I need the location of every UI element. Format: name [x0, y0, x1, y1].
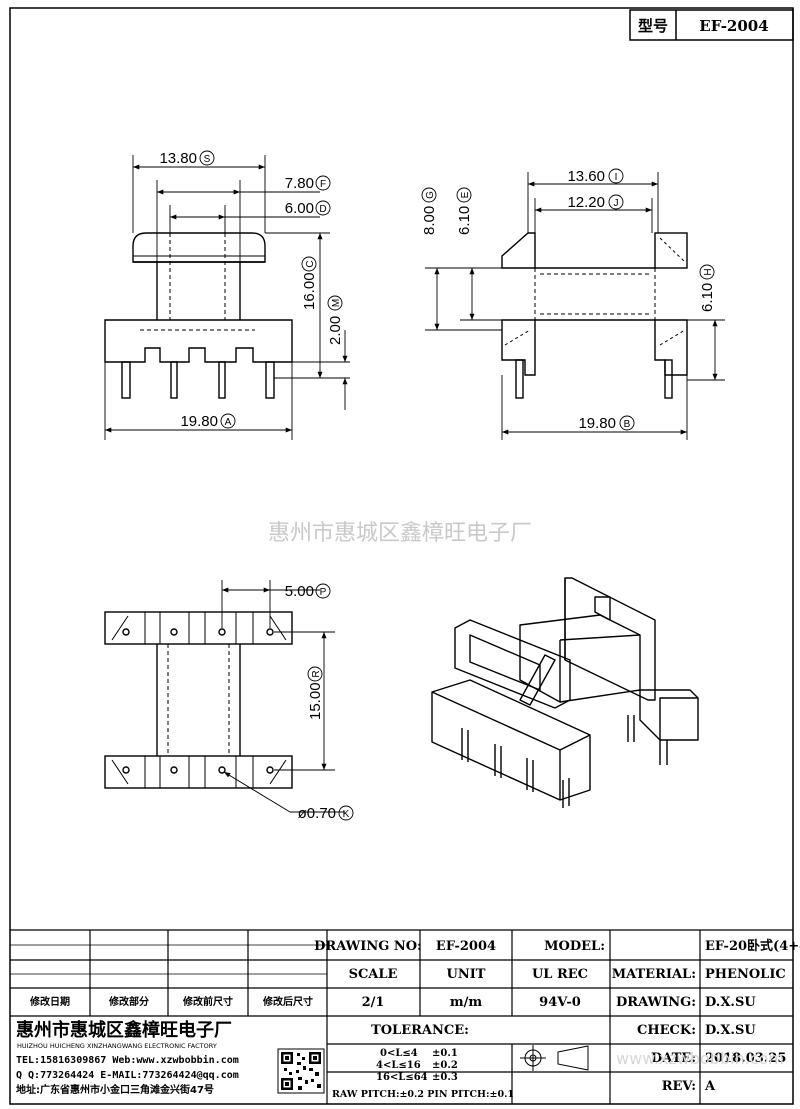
- rev: A: [704, 1079, 716, 1094]
- company-name-cn: 惠州市惠城区鑫樟旺电子厂: [16, 1019, 232, 1041]
- revision-headers: 修改日期 修改部分 修改前尺寸 修改后尺寸: [29, 995, 313, 1008]
- tolerance-range-0: 0<L≤4: [380, 1048, 418, 1059]
- dim-c-value: 16.00: [301, 272, 318, 310]
- company-info: 惠州市惠城区鑫樟旺电子厂 HUIZHOU HUICHENG XINZHANGWA…: [16, 1019, 239, 1096]
- dim-d-value: 6.00: [285, 200, 314, 217]
- front-view: [104, 232, 293, 399]
- ul-rec-label: UL REC: [532, 967, 588, 982]
- scale: 2/1: [362, 995, 385, 1010]
- material-label: MATERIAL:: [612, 967, 696, 982]
- dim-s-letter: S: [204, 154, 211, 165]
- model-label: MODEL:: [544, 939, 605, 954]
- dim-h-value: 6.10: [699, 283, 716, 312]
- tolerance-table: 0<L≤4 ±0.1 4<L≤16 ±0.2 16<L≤64 ±0.3 RAW …: [332, 1048, 514, 1100]
- qq-email-line: Q Q:773264424 E-MAIL:773264424@qq.com: [16, 1070, 239, 1081]
- dim-s-value: 13.80: [159, 150, 197, 167]
- material: PHENOLIC: [705, 967, 786, 982]
- rev-label: REV:: [662, 1079, 696, 1094]
- dim-b-letter: B: [624, 419, 631, 430]
- dim-b-value: 19.80: [578, 415, 616, 432]
- title-block: [10, 929, 793, 1104]
- company-name-en: HUIZHOU HUICHENG XINZHANGWANG ELECTRONIC…: [17, 1042, 217, 1050]
- tolerance-value-0: ±0.1: [432, 1048, 458, 1059]
- scale-label: SCALE: [349, 967, 398, 982]
- rev-header-before: 修改前尺寸: [182, 995, 233, 1008]
- part-number: EF-2004: [699, 17, 768, 35]
- dim-m-letter: M: [331, 299, 342, 307]
- front-view-dimensions: [104, 155, 350, 440]
- part-number-label: 型号: [638, 17, 668, 35]
- drawing-by: D.X.SU: [705, 995, 756, 1010]
- tel-web-line: TEL:15816309867 Web:www.xzwbobbin.com: [16, 1054, 239, 1066]
- dim-a-letter: A: [225, 417, 232, 428]
- dim-f-value: 7.80: [285, 175, 314, 192]
- check-label: CHECK:: [637, 1023, 696, 1038]
- rev-header-date: 修改日期: [29, 995, 70, 1008]
- unit-label: UNIT: [447, 967, 486, 982]
- projection-symbol-icon: [520, 1045, 589, 1071]
- tolerance-range-2: 16<L≤64: [376, 1072, 428, 1083]
- pitch-note: RAW PITCH:±0.2 PIN PITCH:±0.1: [332, 1089, 514, 1100]
- date-label: DATE:: [651, 1051, 696, 1066]
- check-by: D.X.SU: [705, 1023, 756, 1038]
- drawing-label: DRAWING:: [616, 995, 696, 1010]
- qr-code-icon: [277, 1048, 325, 1094]
- tolerance-value-1: ±0.2: [432, 1060, 458, 1071]
- rev-header-after: 修改后尺寸: [262, 995, 313, 1008]
- dim-p-letter: P: [320, 587, 327, 598]
- drawing-no-label: DRAWING NO:: [314, 939, 422, 954]
- dim-f-letter: F: [320, 179, 326, 190]
- dim-r-value: 15.00: [307, 682, 324, 720]
- sheet-border: [9, 7, 794, 1105]
- dim-c-letter: C: [305, 260, 316, 267]
- tolerance-value-2: ±0.3: [432, 1072, 458, 1083]
- model: EF-20卧式(4+4PIN): [705, 938, 800, 954]
- watermark-company: 惠州市惠城区鑫樟旺电子厂: [268, 521, 532, 546]
- dim-r-letter: R: [311, 670, 322, 677]
- dim-i-letter: I: [615, 172, 618, 183]
- dim-e-value: 6.10: [456, 206, 473, 235]
- dim-e-letter: E: [460, 191, 471, 198]
- dim-k-value: ø0.70: [298, 805, 336, 822]
- website-watermark: www.xzwbobbin.com: [616, 1049, 784, 1068]
- dim-a-value: 19.80: [180, 413, 218, 430]
- dim-g-value: 8.00: [421, 206, 438, 235]
- side-view-dimensions: [425, 172, 725, 440]
- isometric-view: [431, 577, 699, 808]
- dim-h-letter: H: [703, 268, 714, 275]
- part-number-box: 型号 EF-2004: [629, 9, 794, 41]
- side-view: [501, 232, 688, 399]
- bottom-view: [104, 611, 293, 789]
- dim-g-letter: G: [425, 191, 436, 199]
- unit: m/m: [450, 995, 483, 1010]
- bottom-view-dimensions: [221, 580, 345, 813]
- dim-k-letter: K: [343, 809, 350, 820]
- date: 2018.03.25: [705, 1051, 786, 1066]
- dim-d-letter: D: [319, 204, 326, 215]
- dim-i-value: 13.60: [567, 168, 605, 185]
- rev-header-part: 修改部分: [108, 995, 149, 1008]
- drawing-no: EF-2004: [436, 939, 496, 954]
- dim-p-value: 5.00: [285, 583, 314, 600]
- dim-m-value: 2.00: [327, 316, 344, 345]
- dim-j-letter: J: [614, 198, 619, 209]
- dim-j-value: 12.20: [567, 194, 605, 211]
- tolerance-range-1: 4<L≤16: [376, 1060, 421, 1071]
- tolerance-label: TOLERANCE:: [371, 1023, 469, 1038]
- address-line: 地址:广东省惠州市小金口三角滩金兴街47号: [16, 1083, 214, 1096]
- ul-rec: 94V-0: [539, 995, 581, 1010]
